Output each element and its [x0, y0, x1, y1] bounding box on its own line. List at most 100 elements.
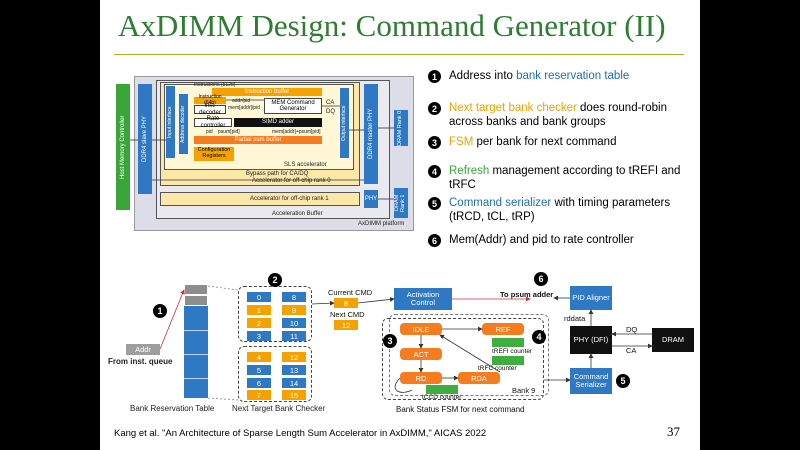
axdimm-architecture-figure: AxDIMM platform Host Memory Controller D… — [114, 70, 414, 232]
fsm-group — [382, 318, 544, 400]
mem-addr-pid-label: mem[addr]/pid — [228, 105, 260, 111]
marker-4: 4 — [532, 330, 546, 344]
marker-6: 6 — [534, 272, 548, 286]
citation: Kang et al. "An Architecture of Sparse L… — [114, 428, 487, 439]
rddata-label: rddata — [564, 314, 586, 323]
checker-cell: 6 — [247, 378, 271, 388]
fsm-caption: Bank Status FSM for next command — [396, 405, 525, 414]
accelerator-rank1-label: Accelerator for off-chip rank 1 — [250, 196, 329, 202]
tccd-counter-bar — [426, 385, 458, 394]
dq-label: DQ — [626, 325, 638, 334]
dq-label: DQ — [326, 109, 335, 115]
ca-label: CA — [326, 100, 335, 106]
bullet-number: 4 — [428, 165, 441, 178]
marker-3: 3 — [383, 334, 397, 348]
bullet-number: 3 — [428, 136, 441, 149]
to-psum-adder-label: To psum adder — [500, 290, 554, 299]
simd-adder: SIMD adder — [234, 118, 322, 127]
platform-label: AxDIMM platform — [358, 221, 405, 227]
fsm-inner-group — [389, 314, 549, 396]
tccd-counter-label: tCCD counter — [422, 394, 462, 401]
inst-decoder: Inst. decoder — [194, 103, 226, 116]
accelerator-rank1 — [160, 192, 360, 206]
checker-cell: 8 — [282, 292, 306, 302]
title-divider — [114, 54, 684, 55]
trfc-counter-label: tRFC counter — [478, 365, 517, 372]
page-number: 37 — [667, 424, 680, 439]
trfc-counter-bar — [492, 356, 524, 365]
checker-cell: 1 — [247, 305, 271, 315]
psum-pid-label: psum[pid] — [218, 129, 240, 135]
activation-control: Activation Control — [394, 288, 452, 310]
fsm-rda: RDA — [458, 372, 500, 384]
ca-label: CA — [626, 346, 637, 355]
bullet-number: 5 — [428, 197, 441, 210]
mem-command-generator: MEM Command Generator — [264, 98, 322, 114]
instruction-buffer: Instruction buffer — [212, 88, 322, 96]
slide: AxDIMM Design: Command Generator (II) Ax… — [100, 0, 700, 450]
checker-cell: 4 — [247, 352, 271, 362]
checker-cell: 10 — [282, 318, 306, 328]
bullet-text: Refresh management according to tREFI an… — [449, 165, 681, 191]
checker-cell: 13 — [282, 365, 306, 375]
slide-title: AxDIMM Design: Command Generator (II) — [118, 8, 666, 43]
checker-cell: 14 — [282, 378, 306, 388]
instructions-label: Instructions (512b) — [194, 82, 236, 88]
checker-cell: 12 — [282, 352, 306, 362]
checker-cell: 9 — [282, 305, 306, 315]
bullet-number: 1 — [428, 70, 441, 83]
bullet-number: 2 — [428, 102, 441, 115]
fsm-act: ACT — [400, 348, 442, 360]
trefi-counter-bar — [492, 338, 524, 347]
bank-reservation-table-label: Bank Reservation Table — [130, 404, 215, 413]
architecture-arrows — [130, 99, 394, 200]
addr-box: Addr — [126, 344, 160, 355]
bullet-text: Address into bank reservation table — [449, 70, 630, 82]
command-serializer: Command Serializer — [570, 368, 612, 394]
bullet-text: FSM per bank for next command — [449, 136, 617, 148]
next-cmd-label: Next CMD — [330, 310, 365, 319]
checker-cell: 0 — [247, 292, 271, 302]
bullet-text: Command serializer with timing parameter… — [449, 197, 671, 223]
checker-cell: 5 — [247, 365, 271, 375]
pid-aligner: PID Aligner — [570, 286, 612, 310]
bullet-text: Mem(Addr) and pid to rate controller — [449, 234, 634, 246]
sls-accelerator-label: SLS accelerator — [284, 162, 327, 168]
phy-dfi: PHY (DFI) — [570, 326, 612, 354]
bank-reservation-table — [184, 284, 208, 398]
checker-cell: 3 — [247, 331, 271, 341]
partial-sum-buffer: Partial sum buffer — [194, 136, 322, 144]
checker-group-bottom — [238, 346, 312, 402]
pid-label: pid — [206, 129, 213, 135]
configuration-registers: Configuration Registers — [194, 147, 234, 161]
marker-1: 1 — [153, 304, 167, 318]
checker-cell: 2 — [247, 318, 271, 328]
next-target-bank-checker-label: Next Target Bank Checker — [232, 404, 326, 413]
acceleration-buffer-label: Acceleration Buffer — [272, 211, 323, 217]
bank9-label: Bank 9 — [512, 386, 536, 395]
mem-psum-label: mem[addr]+psum[pid] — [272, 129, 321, 135]
addr-pid-label: addr/pid — [232, 98, 251, 104]
rate-controller: Rate controller — [194, 116, 232, 129]
checker-cell: 11 — [282, 331, 306, 341]
instruction-64b: Instruction (64b) — [194, 95, 226, 105]
diagram-arrows — [159, 285, 653, 401]
dram-box: DRAM — [652, 328, 694, 352]
current-cmd-value: 8 — [334, 298, 358, 308]
current-cmd-label: Current CMD — [328, 288, 373, 297]
checker-cell: 7 — [247, 390, 271, 400]
command-generator-diagram: Addr From inst. queue Bank Reservation T… — [100, 268, 700, 418]
marker-2: 2 — [268, 273, 282, 287]
bullet-text: Next target bank checker does round-robi… — [449, 102, 667, 128]
fsm-idle: IDLE — [400, 323, 442, 335]
bypass-path-label: Bypass path for CA/DQ — [246, 171, 309, 177]
checker-cell: 15 — [282, 390, 306, 400]
phy-rank1: PHY — [364, 190, 378, 208]
accelerator-rank0-label: Accelerator for off-chip rank 0 — [252, 178, 331, 184]
marker-5: 5 — [616, 374, 630, 388]
fsm-ref: REF — [482, 323, 524, 335]
from-inst-queue-label: From inst. queue — [108, 357, 173, 366]
next-cmd-value: 12 — [334, 320, 358, 330]
bullet-number: 6 — [428, 234, 441, 247]
trefi-counter-label: tREFI counter — [492, 348, 533, 355]
